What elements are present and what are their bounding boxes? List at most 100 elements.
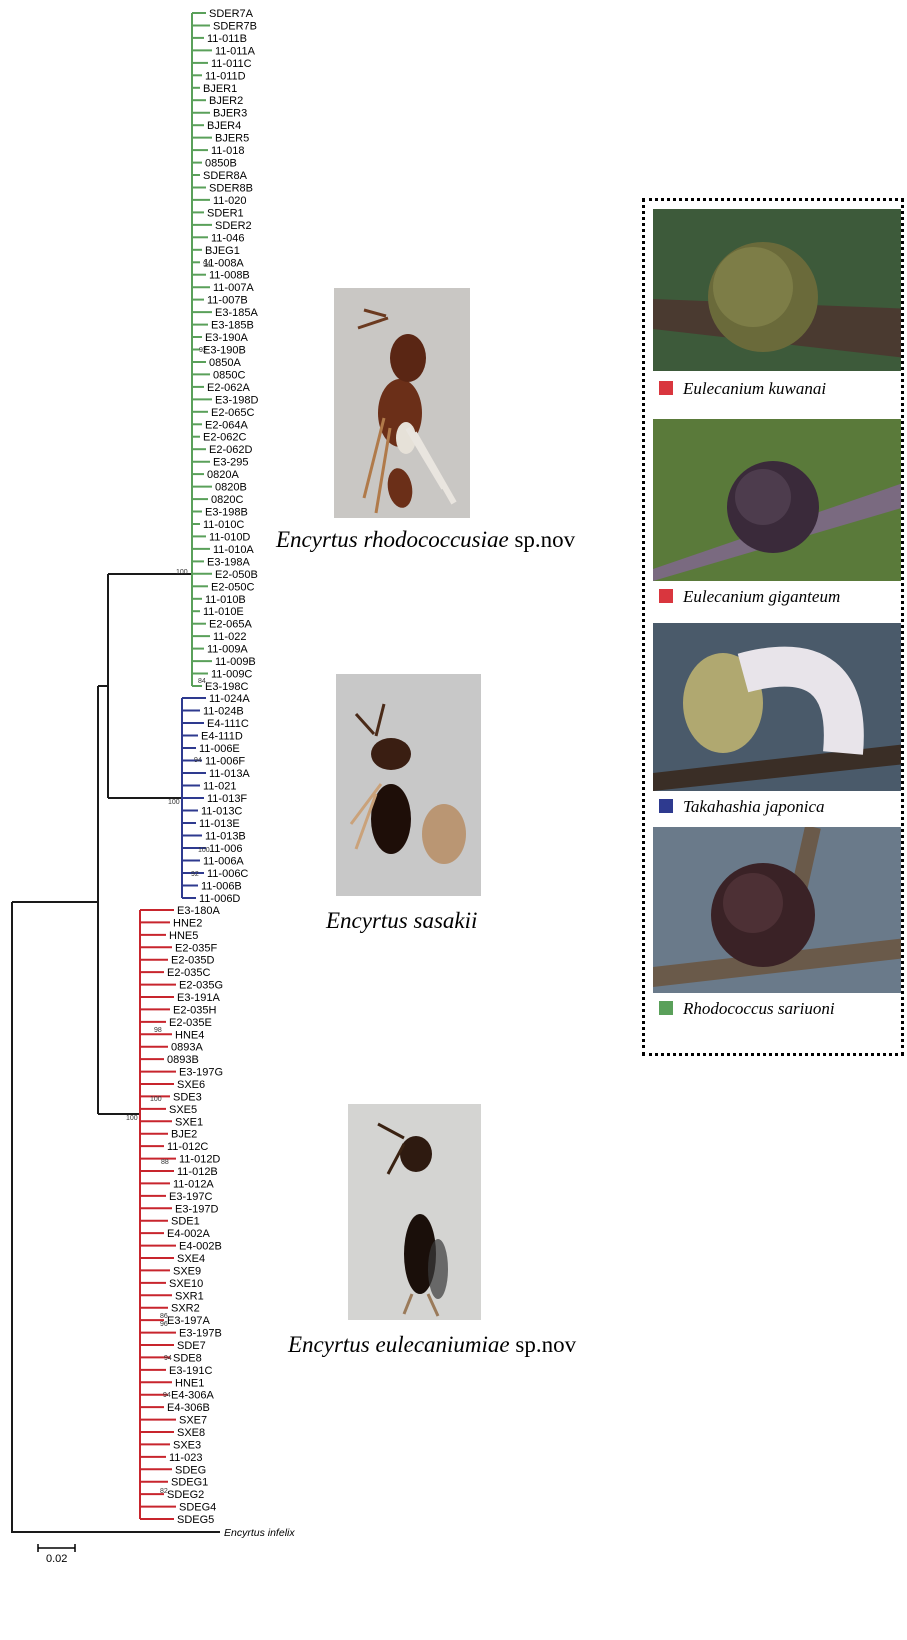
leaf-label: E3-191A: [177, 992, 220, 1004]
leaf-label: 11-006F: [205, 756, 245, 768]
leaf-label: 11-009B: [215, 656, 256, 668]
leaf-label: 11-022: [213, 631, 246, 643]
phylogenetic-tree: SDER7ASDER7B11-011B11-011A11-011C11-011D…: [0, 0, 640, 1640]
leaf-label: BJER2: [209, 95, 243, 107]
host-photo-giganteum: [653, 419, 904, 581]
leaf-label: E3-190B: [203, 345, 246, 357]
bootstrap-value: 94: [164, 1355, 172, 1362]
leaf-label: E2-062C: [203, 432, 246, 444]
leaf-label: E3-191C: [169, 1365, 212, 1377]
leaf-label: E3-197B: [179, 1328, 222, 1340]
leaf-label: 11-006B: [201, 881, 242, 893]
leaf-label: SXE6: [177, 1079, 205, 1091]
scale-bar-label: 0.02: [46, 1553, 67, 1565]
bootstrap-value: 100: [150, 1096, 162, 1103]
leaf-label: 0820B: [215, 482, 247, 494]
leaf-label: 11-012D: [179, 1154, 220, 1166]
bootstrap-value: 94: [203, 261, 211, 268]
host-photo-kuwanai: [653, 209, 904, 371]
leaf-label: 11-006C: [207, 868, 248, 880]
leaf-label: E3-180A: [177, 905, 220, 917]
species-caption-eulecaniumiae: Encyrtus eulecaniumiae sp.nov: [288, 1332, 576, 1358]
leaf-label: 11-021: [203, 781, 236, 793]
color-swatch: [659, 381, 673, 395]
leaf-label: 0820C: [211, 494, 243, 506]
leaf-label: 11-010D: [209, 531, 250, 543]
leaf-label: SDER1: [207, 207, 244, 219]
leaf-label: BJER4: [207, 120, 241, 132]
leaf-label: 11-010E: [203, 606, 244, 618]
leaf-label: E4-306A: [171, 1390, 214, 1402]
leaf-label: E4-002A: [167, 1228, 210, 1240]
leaf-label: SXR2: [171, 1303, 200, 1315]
leaf-label: SXE5: [169, 1104, 197, 1116]
leaf-label: E2-065C: [211, 407, 254, 419]
species-caption-rhodococcusiae: Encyrtus rhodococcusiae sp.nov: [276, 527, 575, 553]
bootstrap-value: 92: [191, 871, 199, 878]
bootstrap-value: 98: [154, 1027, 162, 1034]
leaf-label: E2-050C: [211, 581, 254, 593]
leaf-label: BJER5: [215, 133, 249, 145]
leaf-label: SDER7B: [213, 21, 257, 33]
leaf-label: SDE8: [173, 1352, 202, 1364]
host-legend-item-giganteum: Eulecanium giganteum: [659, 587, 840, 607]
leaf-label: E3-197G: [179, 1067, 223, 1079]
leaf-label: 11-007A: [213, 282, 254, 294]
leaf-label: 11-013F: [207, 793, 247, 805]
bootstrap-value: 94: [194, 757, 202, 764]
leaf-label: HNE4: [175, 1029, 204, 1041]
host-legend: Eulecanium kuwanai Eulecanium giganteum …: [642, 198, 904, 1056]
color-swatch: [659, 799, 673, 813]
leaf-label: 11-006D: [199, 893, 240, 905]
leaf-label: SXE8: [177, 1427, 205, 1439]
bootstrap-value: 86: [160, 1313, 168, 1320]
leaf-label: 11-024B: [203, 706, 244, 718]
leaf-label: SDEG2: [167, 1489, 204, 1501]
leaf-label: SDER7A: [209, 8, 254, 20]
leaf-label: E3-185A: [215, 307, 258, 319]
leaf-label: E3-197C: [169, 1191, 212, 1203]
host-legend-item-sariuoni: Rhodococcus sariuoni: [659, 999, 835, 1019]
color-swatch: [659, 589, 673, 603]
leaf-label: HNE5: [169, 930, 198, 942]
leaf-label: E2-062A: [207, 382, 250, 394]
leaf-label: 11-007B: [207, 295, 248, 307]
leaf-label: 0850C: [213, 369, 245, 381]
leaf-label: SDEG4: [179, 1502, 216, 1514]
leaf-label: 11-010B: [205, 594, 246, 606]
leaf-label: 11-006A: [203, 856, 244, 868]
bootstrap-value: 82: [160, 1488, 168, 1495]
leaf-label: 11-013B: [205, 831, 246, 843]
leaf-label: HNE2: [173, 917, 202, 929]
outgroup-label: Encyrtus infelix: [224, 1527, 295, 1539]
leaf-label: 0850A: [209, 357, 241, 369]
host-legend-item-kuwanai: Eulecanium kuwanai: [659, 379, 826, 399]
leaf-label: 11-013C: [201, 806, 242, 818]
bootstrap-value: 100: [198, 847, 210, 854]
leaf-label: 11-006: [209, 843, 242, 855]
leaf-label: 11-011D: [205, 70, 246, 82]
leaf-label: 11-020: [213, 195, 246, 207]
bootstrap-value: 88: [161, 1159, 169, 1166]
bootstrap-value: 96: [160, 1321, 168, 1328]
leaf-label: SDE7: [177, 1340, 206, 1352]
leaf-label: 11-013A: [209, 768, 250, 780]
species-caption-sasakii: Encyrtus sasakii: [326, 908, 477, 934]
leaf-label: E2-064A: [205, 419, 248, 431]
leaf-label: E2-035F: [175, 942, 217, 954]
leaf-label: 11-009A: [207, 644, 248, 656]
leaf-label: E3-197A: [167, 1315, 210, 1327]
leaf-label: E3-198D: [215, 394, 258, 406]
species-photo-sasakii: [336, 674, 481, 896]
bootstrap-value: 92: [199, 347, 207, 354]
leaf-label: E3-198A: [207, 556, 250, 568]
leaf-label: E2-035D: [171, 955, 214, 967]
leaf-label: SDE1: [171, 1216, 200, 1228]
leaf-label: E4-306B: [167, 1402, 210, 1414]
leaf-label: SDEG5: [177, 1514, 214, 1526]
leaf-label: BJER3: [213, 108, 247, 120]
leaf-label: SXE3: [173, 1439, 201, 1451]
leaf-label: 11-011B: [207, 33, 247, 45]
leaf-label: 11-010C: [203, 519, 244, 531]
leaf-label: 11-011C: [211, 58, 252, 70]
